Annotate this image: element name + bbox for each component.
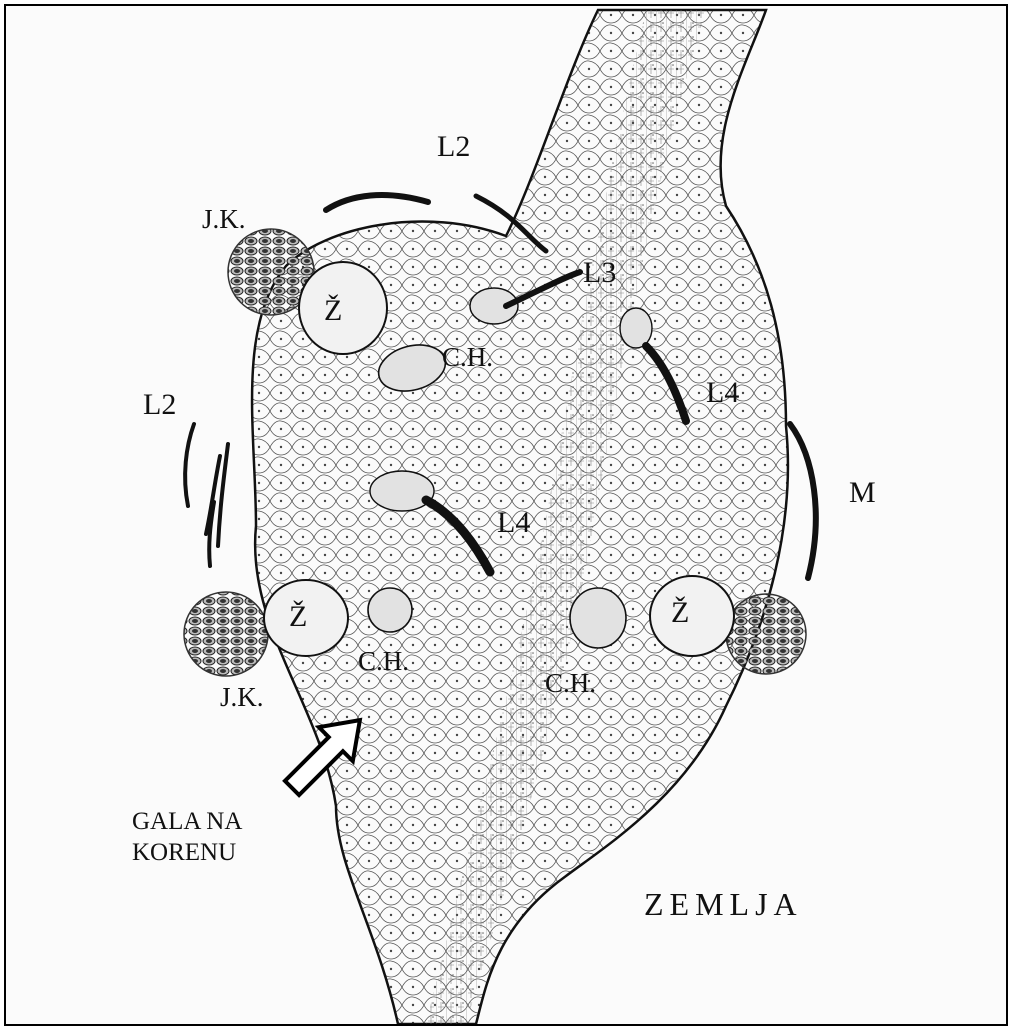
soil-label: ZEMLJA	[644, 886, 803, 923]
label-ch-left: C.H.	[358, 648, 409, 675]
female-right	[650, 576, 734, 656]
female-top	[299, 262, 387, 354]
label-l3: L3	[583, 258, 616, 288]
label-l2-left: L2	[143, 390, 176, 420]
label-m: M	[849, 478, 876, 508]
giant-cell-upper-right	[620, 308, 652, 348]
label-jk-bottom: J.K.	[220, 684, 264, 711]
label-jk-top: J.K.	[202, 206, 246, 233]
caption-line2: KORENU	[132, 837, 242, 868]
label-z-right: Ž	[671, 598, 689, 628]
giant-cell-right	[570, 588, 626, 648]
gall-caption: GALA NA KORENU	[132, 806, 242, 869]
male-worm	[790, 424, 816, 578]
label-z-left: Ž	[289, 602, 307, 632]
label-z-top: Ž	[324, 296, 342, 326]
juvenile-worm	[326, 195, 428, 210]
giant-cell-center	[370, 471, 434, 511]
juvenile-worm	[185, 424, 194, 506]
label-ch-right: C.H.	[545, 670, 596, 697]
label-l4-center: L4	[497, 508, 530, 538]
egg-mass-right	[726, 594, 806, 674]
label-l4-right: L4	[706, 378, 739, 408]
egg-mass-left	[184, 592, 268, 676]
figure-frame: L2 J.K. Ž L3 C.H. L4 L2 M L4 Ž Ž C.H. C.…	[4, 4, 1008, 1026]
giant-cell-left	[368, 588, 412, 632]
label-l2-top: L2	[437, 132, 470, 162]
label-ch-top: C.H.	[442, 344, 493, 371]
caption-line1: GALA NA	[132, 806, 242, 837]
